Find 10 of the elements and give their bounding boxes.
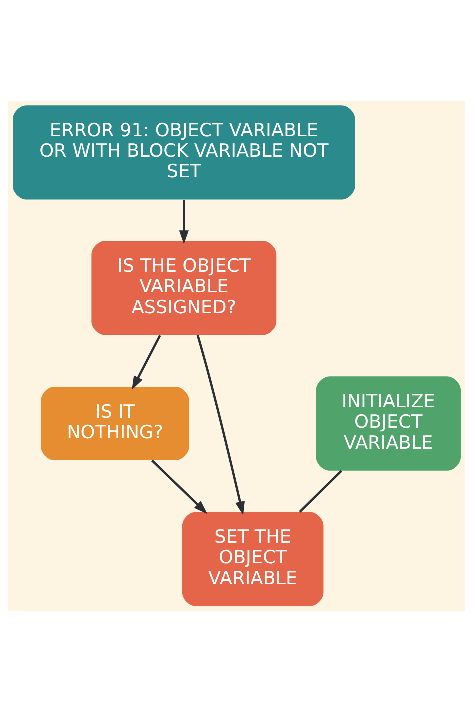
arrow — [132, 334, 162, 390]
arrow — [196, 334, 245, 516]
connector — [299, 470, 342, 512]
node-box: ERROR 91: OBJECT VARIABLE OR WITH BLOCK VARIABLE NOT SET — [13, 105, 356, 200]
node-box: INITIALIZE OBJECT VARIABLE — [316, 376, 461, 470]
node-box: SET THE OBJECT VARIABLE — [182, 512, 324, 606]
node-box: IS IT NOTHING? — [41, 386, 190, 460]
arrow — [179, 200, 189, 244]
node-box: IS THE OBJECT VARIABLE ASSIGNED? — [92, 240, 277, 335]
arrow — [151, 459, 208, 514]
